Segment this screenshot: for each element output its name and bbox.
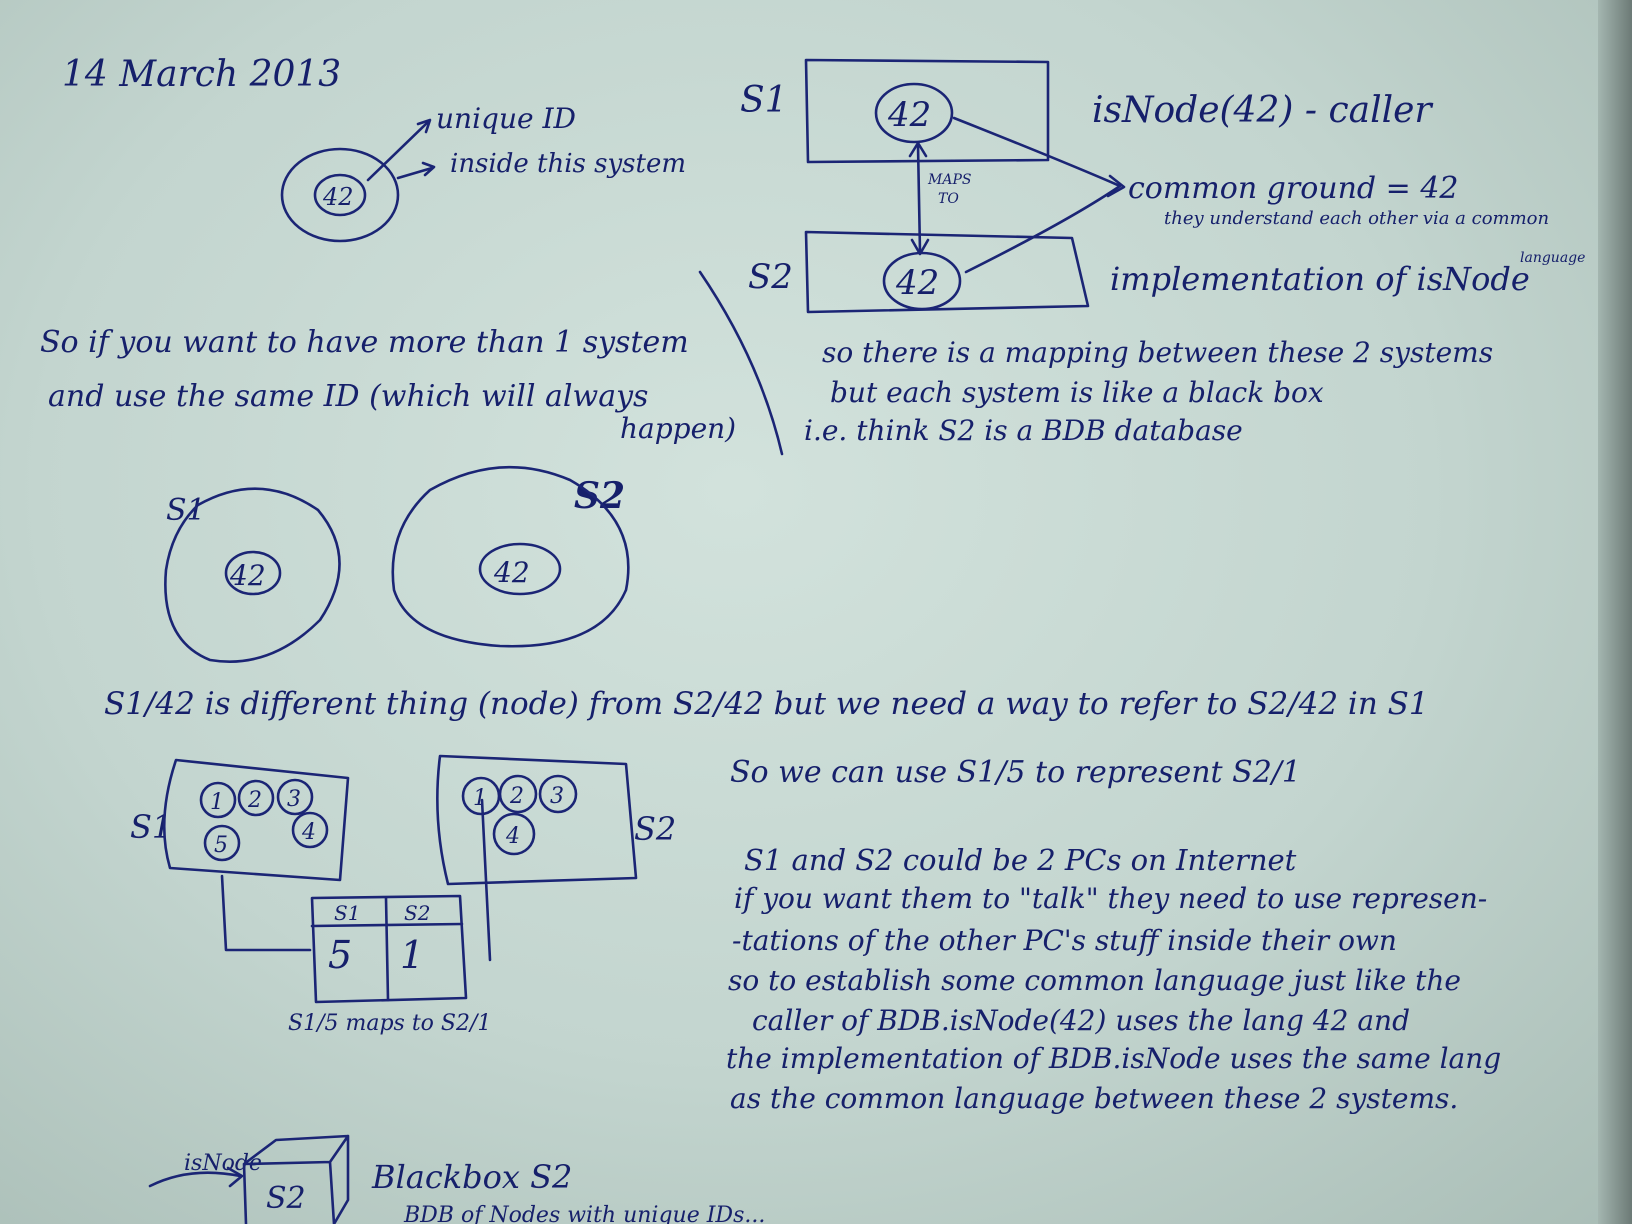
s1-node-2-id: 2 — [247, 788, 262, 813]
s2-link-line — [480, 798, 492, 962]
s2-blob-node-id: 42 — [493, 556, 530, 589]
mapping-caption: S1/5 maps to S2/1 — [288, 1011, 491, 1036]
s1-node-3 — [276, 778, 314, 816]
paragraph-line-5: caller of BDB.isNode(42) uses the lang 4… — [752, 1004, 1410, 1037]
common-ground-note: they understand each other via a common — [1164, 208, 1549, 229]
paragraph-line-7: as the common language between these 2 s… — [730, 1082, 1458, 1115]
paragraph-line-1: S1 and S2 could be 2 PCs on Internet — [744, 843, 1297, 877]
s2-node-4-id: 4 — [505, 824, 520, 849]
s1-box — [804, 58, 1050, 164]
mapping-table — [310, 894, 468, 1004]
table-cell-s2: 1 — [400, 933, 424, 977]
s1-blob — [164, 487, 341, 663]
s1-blob-node — [224, 550, 282, 596]
line-to-common-2 — [964, 184, 1122, 274]
arrowhead — [908, 141, 928, 158]
s2-node-2 — [498, 774, 538, 814]
mapping-diagram: S1 42 MAPS TO S2 42 isNode(42) - caller … — [740, 58, 1585, 447]
s1-blob-node-id: 42 — [229, 559, 266, 592]
separator-curve — [698, 270, 784, 456]
same-id-line-1: So if you want to have more than 1 syste… — [40, 325, 689, 360]
arrowhead — [421, 161, 436, 177]
arrow-inside — [396, 166, 434, 180]
date: 14 March 2013 — [62, 54, 341, 95]
to-label: TO — [938, 191, 959, 207]
s2-blob — [391, 465, 630, 648]
paragraph-line-3: -tations of the other PC's stuff inside … — [732, 924, 1397, 957]
s1-link-line — [220, 874, 312, 952]
s2-node: 42 — [895, 263, 939, 303]
same-id-line-2: and use the same ID (which will always — [48, 379, 648, 414]
s1-node-circle — [874, 82, 954, 144]
s2-node-1-id: 1 — [473, 786, 487, 811]
paragraph-line-4: so to establish some common language jus… — [728, 964, 1461, 997]
isnode-arrow — [148, 1171, 242, 1188]
s1-nodes-box — [162, 758, 350, 882]
label-inside-system: inside this system — [450, 149, 686, 179]
table-cell-s1: 5 — [328, 933, 352, 977]
s1-node-5 — [203, 824, 241, 862]
line-to-common — [952, 116, 1122, 188]
paper-edge — [1598, 0, 1632, 1224]
s2-node-4 — [492, 812, 536, 856]
arrowhead — [1106, 174, 1126, 198]
s2-box-label: S2 — [634, 810, 676, 848]
label-unique-id: unique ID — [436, 102, 576, 135]
same-id-line-3: happen) — [620, 412, 736, 445]
same-id-section: So if you want to have more than 1 syste… — [40, 325, 736, 663]
system-outline — [280, 147, 400, 243]
arrow-unique — [366, 120, 430, 182]
arrowhead — [416, 118, 432, 134]
table-head-s2: S2 — [404, 901, 430, 925]
s1-node-1-id: 1 — [210, 790, 224, 815]
cube-box — [242, 1134, 350, 1224]
common-ground-note-2: language — [1520, 250, 1585, 266]
explanation-text: So we can use S1/5 to represent S2/1 S1 … — [726, 755, 1501, 1115]
s1-node-4-id: 4 — [301, 820, 316, 845]
unique-id-diagram: 42 unique ID inside this system — [280, 102, 686, 243]
paragraph-line-6: the implementation of BDB.isNode uses th… — [726, 1042, 1501, 1075]
mapping-note-3: i.e. think S2 is a BDB database — [804, 414, 1243, 447]
s1-node: 42 — [887, 95, 931, 135]
node-circle — [313, 173, 367, 217]
mapping-note-2: but each system is like a black box — [830, 376, 1324, 409]
s1-node-4 — [291, 811, 329, 849]
blackbox-sketch: isNode S2 Blackbox S2 BDB of Nodes with … — [148, 1134, 765, 1224]
mapping-table-col-rule — [384, 896, 390, 1002]
s2-node-3-id: 3 — [550, 784, 564, 809]
s1-node-3-id: 3 — [287, 787, 301, 812]
common-ground: common ground = 42 — [1128, 171, 1459, 206]
node-table-diagram: S1 1 2 3 5 4 S2 1 2 3 4 — [130, 754, 676, 1036]
mapping-note-1: so there is a mapping between these 2 sy… — [822, 336, 1493, 369]
implementation-label: implementation of isNode — [1110, 260, 1530, 298]
arrowhead — [226, 1166, 244, 1188]
s2-blob-label: S2 — [574, 475, 625, 517]
blackbox-label: Blackbox S2 — [371, 1158, 572, 1196]
s2-nodes-box — [436, 754, 638, 886]
s2-node-3 — [538, 774, 578, 814]
s2-node-2-id: 2 — [509, 784, 524, 809]
paragraph-line-2: if you want them to "talk" they need to … — [734, 882, 1487, 915]
s2-box — [804, 230, 1090, 314]
partial-line: BDB of Nodes with unique IDs... — [403, 1203, 765, 1224]
maps-label: MAPS — [927, 172, 971, 188]
s1-blob-label: S1 — [166, 493, 206, 528]
s1-node-5-id: 5 — [214, 833, 228, 858]
caller-label: isNode(42) - caller — [1092, 90, 1433, 131]
difference-line: S1/42 is different thing (node) from S2/… — [104, 686, 1429, 722]
s2-label: S2 — [748, 257, 793, 297]
s1-node-1 — [199, 781, 237, 819]
s2-node-circle — [882, 251, 962, 311]
s2-blob-node — [478, 542, 562, 596]
table-head-s1: S1 — [334, 901, 360, 925]
node-id: 42 — [322, 183, 354, 211]
cube-label: S2 — [266, 1181, 306, 1216]
s1-label: S1 — [740, 80, 788, 121]
s1-node-2 — [237, 779, 275, 817]
represent-line: So we can use S1/5 to represent S2/1 — [730, 755, 1301, 790]
